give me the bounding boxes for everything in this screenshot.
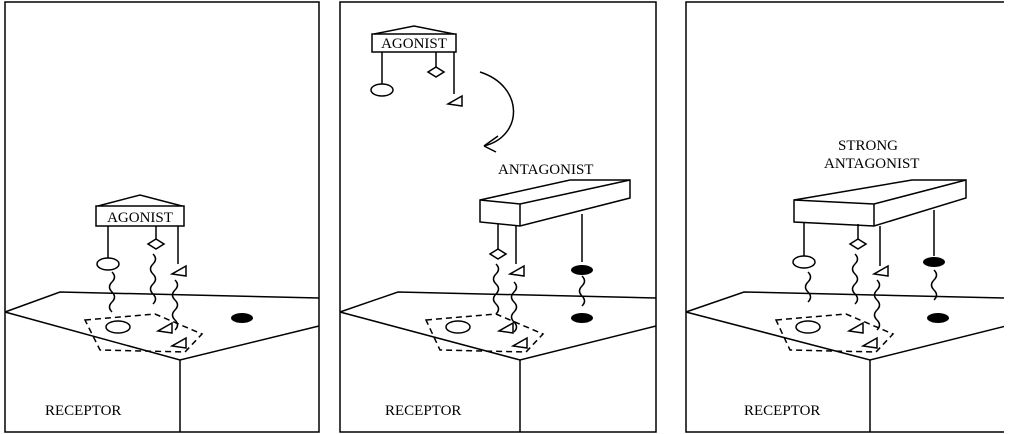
site-circle-pocket [446,321,470,333]
strong-antagonist-filled-group [923,257,945,267]
site-filled-pocket [571,313,593,323]
interaction-wave-3 [875,280,880,330]
panel-frame [686,2,1004,432]
strong-antagonist-triangle-group [874,266,888,276]
displacement-arrow [480,72,514,146]
panel-strong-antagonist-svg: STRONG ANTAGONIST RECEPTOR [684,0,1004,434]
receptor-top-front-edge [5,312,319,360]
binding-site-outline [426,314,543,352]
agonist-triangle-group [448,96,462,106]
receptor-top-back-edge [5,292,319,312]
receptor-label: RECEPTOR [744,403,820,419]
receptor-top-back-edge [686,292,1004,312]
binding-site-outline [85,314,202,352]
site-triangle-pocket [499,323,513,333]
interaction-wave-1 [806,272,811,302]
site-triangle-pocket-2 [863,338,877,348]
interaction-wave-2 [151,254,156,304]
agonist-circle-group [371,84,393,96]
panel-agonist: AGONIST RECEPTOR [0,0,320,434]
agonist-label: AGONIST [381,36,447,52]
site-triangle-pocket [158,323,172,333]
agonist-roof [374,26,454,34]
site-circle-pocket [796,321,820,333]
agonist-diamond-group [428,67,444,77]
receptor-label: RECEPTOR [385,403,461,419]
agonist-diamond-group [148,239,164,249]
interaction-wave-1 [494,264,499,314]
agonist-triangle-group [172,266,186,276]
site-triangle-pocket [849,323,863,333]
strong-label: STRONG [838,138,898,154]
interaction-wave-3 [580,276,585,306]
interaction-wave-2 [853,254,858,304]
antagonist-label: ANTAGONIST [498,162,593,178]
panel-frame [340,2,656,432]
receptor-top-front-edge [686,312,1004,360]
agonist-roof [98,195,182,206]
site-triangle-pocket-2 [172,338,186,348]
strong-antagonist-body-edges [794,180,966,226]
antagonist-diamond-group [490,249,506,259]
binding-site-outline [776,314,893,352]
strong-antagonist-circle-group [793,256,815,268]
agonist-circle-group [97,258,119,270]
strong-antagonist-diamond-group [850,239,866,249]
antagonist-triangle-group [510,266,524,276]
receptor-top-front-edge [340,312,656,360]
receptor-label: RECEPTOR [45,403,121,419]
interaction-wave-4 [932,270,937,300]
site-filled-pocket [927,313,949,323]
antagonist-filled-group [571,265,593,275]
site-circle-pocket [106,321,130,333]
panel-antagonist-svg: AGONIST ANTAGONIST RECEPTOR [338,0,658,434]
panel-agonist-svg: AGONIST RECEPTOR [0,0,320,434]
site-triangle-pocket-2 [513,338,527,348]
panel-strong-antagonist: STRONG ANTAGONIST RECEPTOR [684,0,1004,434]
site-filled-pocket [231,313,253,323]
panel-antagonist: AGONIST ANTAGONIST RECEPTOR [338,0,658,434]
agonist-label: AGONIST [107,210,173,226]
interaction-wave-1 [110,272,115,312]
antagonist-label: ANTAGONIST [824,156,919,172]
